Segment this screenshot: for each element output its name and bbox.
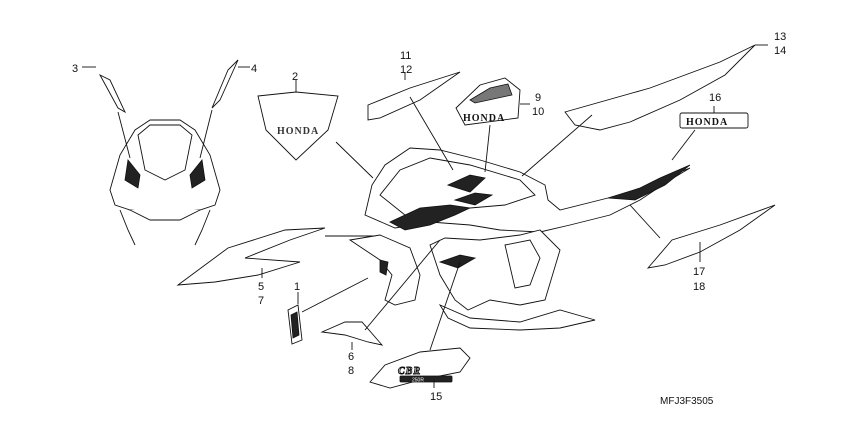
stripe-decal-11-12 xyxy=(367,71,461,121)
callout-13: 13 xyxy=(774,31,786,43)
callout-9: 9 xyxy=(535,92,541,104)
callout-4: 4 xyxy=(251,63,257,75)
callout-8: 8 xyxy=(348,365,354,377)
badge-honda-text: HONDA xyxy=(686,117,728,128)
callout-16: 16 xyxy=(709,92,721,104)
cbr-text: CBR xyxy=(398,366,421,377)
honda-badge-decal: HONDA xyxy=(679,112,749,129)
callout-2: 2 xyxy=(292,71,298,83)
callout-12: 12 xyxy=(400,64,412,76)
callout-5: 5 xyxy=(258,281,264,293)
front-fairing-view xyxy=(98,59,239,246)
stripe-decal-6-8 xyxy=(320,321,384,346)
callout-10: 10 xyxy=(532,106,544,118)
vertical-decal-1 xyxy=(287,304,303,345)
shield-honda-logo: HONDA xyxy=(277,126,319,137)
callout-1: 1 xyxy=(294,281,300,293)
motorcycle-body xyxy=(348,147,691,331)
long-stripe-decal-13-14 xyxy=(564,44,756,131)
cbr-sub-text: 250R xyxy=(412,378,424,384)
callout-14: 14 xyxy=(774,45,786,57)
diagram-code: MFJ3F3505 xyxy=(660,396,714,407)
wing-honda-text: HONDA xyxy=(463,113,505,124)
stripe-decal-17-18 xyxy=(646,204,776,269)
callout-11: 11 xyxy=(400,50,411,62)
callout-6: 6 xyxy=(348,351,354,363)
shield-decal: HONDA xyxy=(257,80,374,179)
honda-wing-decal: HONDA xyxy=(455,77,521,126)
callout-15: 15 xyxy=(430,391,442,403)
callout-18: 18 xyxy=(693,281,705,293)
callout-7: 7 xyxy=(258,295,264,307)
cbr-badge-decal: CBR 250R xyxy=(369,347,471,389)
stripe-decal-5-7 xyxy=(176,227,326,286)
callout-3: 3 xyxy=(72,63,78,75)
callout-17: 17 xyxy=(693,266,705,278)
